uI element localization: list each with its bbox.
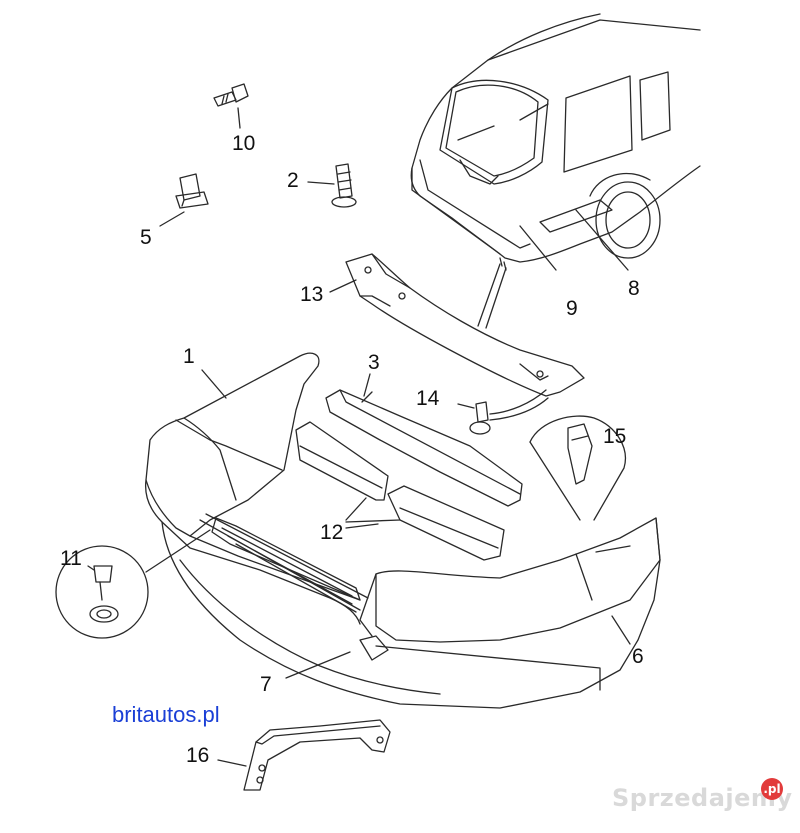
part-6-leader: [611, 615, 631, 645]
car-to-part-13-leader: [477, 263, 507, 329]
part-11-push-rivet-detail: [55, 529, 211, 639]
callout-13: 13: [300, 283, 324, 306]
part-13-reinforcement-beam: [345, 253, 585, 397]
part-1-bumper-cover: [144, 352, 661, 709]
part-2-screw: [307, 163, 357, 208]
part-15-clip-detail: [529, 415, 626, 521]
callout-3: 3: [368, 351, 380, 374]
part-9-leader: [519, 225, 557, 271]
callout-11: 11: [60, 547, 82, 570]
callout-12: 12: [320, 521, 344, 544]
part-10-bolt: [213, 83, 249, 129]
car-rear-outline: [410, 13, 701, 271]
callout-2: 2: [287, 169, 299, 192]
callout-7: 7: [260, 673, 272, 696]
part-12-side-brackets: [295, 421, 505, 561]
part-13-leader: [329, 279, 357, 293]
callout-14: 14: [416, 387, 440, 410]
part-16-mounting-bracket: [217, 719, 391, 791]
part-8-leader: [575, 209, 629, 271]
part-12-leader: [345, 523, 379, 529]
callout-16: 16: [186, 744, 210, 767]
callout-9: 9: [566, 297, 578, 320]
part-7-leader: [285, 651, 351, 679]
part-3-trim-strip: [325, 389, 523, 507]
callout-8: 8: [628, 277, 640, 300]
callout-6: 6: [632, 645, 644, 668]
britautos-link[interactable]: britautos.pl: [112, 702, 220, 727]
part-3-leader: [363, 373, 371, 397]
part-1-leader: [201, 369, 227, 399]
callout-5: 5: [140, 226, 152, 249]
sprzedajemy-pl-badge: .pl: [761, 778, 783, 800]
callout-10: 10: [232, 132, 256, 155]
callout-1: 1: [183, 345, 195, 368]
callout-15: 15: [603, 425, 627, 448]
part-5-clip: [159, 173, 209, 227]
part-14-bolt: [457, 389, 549, 435]
